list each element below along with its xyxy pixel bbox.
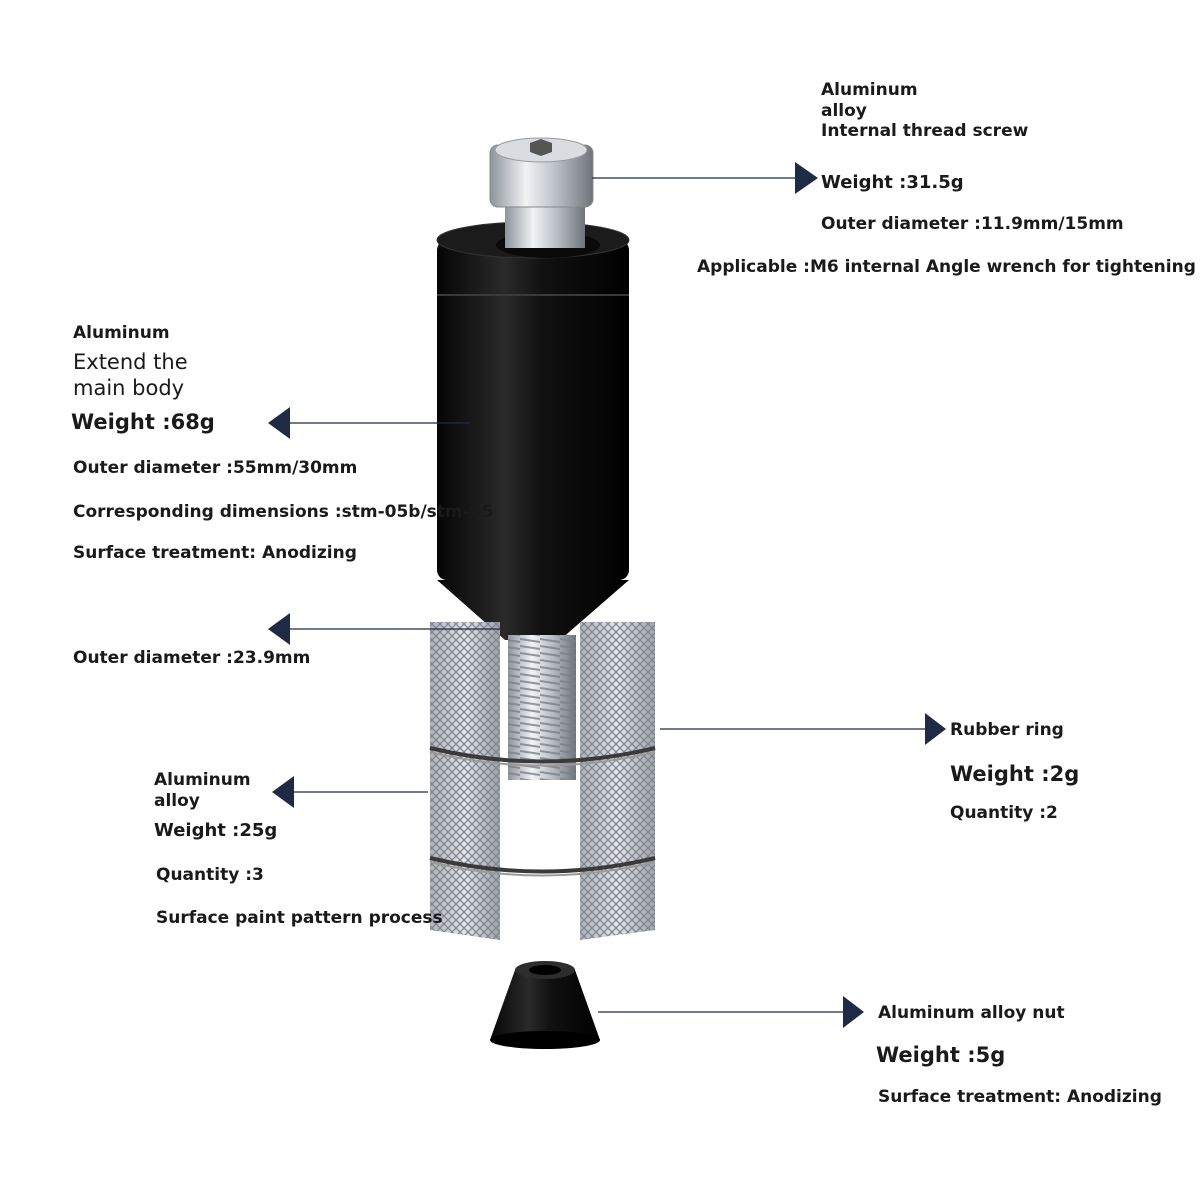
- sleeve-quantity: Quantity :3: [156, 865, 264, 885]
- body-surface-treatment: Surface treatment: Anodizing: [73, 543, 357, 563]
- rubber-ring-quantity: Quantity :2: [950, 803, 1058, 823]
- rubber-ring-weight: Weight :2g: [950, 762, 1080, 786]
- sleeve-title-line1: Aluminum: [154, 770, 251, 790]
- screw-title-line2: alloy: [821, 101, 867, 121]
- body-title-line3: main body: [73, 376, 185, 400]
- knurled-sleeve-icon: [430, 622, 655, 940]
- sleeve-weight: Weight :25g: [154, 820, 278, 841]
- threaded-bolt-icon: [508, 635, 576, 780]
- sleeve-arrow-icon: [272, 776, 428, 808]
- screw-weight: Weight :31.5g: [821, 172, 964, 193]
- screw-title-line3: Internal thread screw: [821, 121, 1029, 141]
- bolt-outer-diameter: Outer diameter :23.9mm: [73, 648, 311, 668]
- nut-surface-treatment: Surface treatment: Anodizing: [878, 1087, 1162, 1107]
- rubber-ring-title: Rubber ring: [950, 720, 1064, 740]
- body-title-line1: Aluminum: [73, 323, 170, 343]
- body-arrow-icon: [268, 407, 470, 439]
- body-dimensions: Corresponding dimensions :stm-05b/stm-05: [73, 502, 494, 522]
- body-outer-diameter: Outer diameter :55mm/30mm: [73, 458, 358, 478]
- screw-outer-diameter: Outer diameter :11.9mm/15mm: [821, 214, 1124, 234]
- aluminum-nut-icon: [490, 961, 600, 1049]
- sleeve-surface-process: Surface paint pattern process: [156, 908, 443, 928]
- nut-title: Aluminum alloy nut: [878, 1003, 1065, 1023]
- body-title-line2: Extend the: [73, 350, 188, 374]
- rubber-ring-icon: [429, 746, 656, 877]
- rubber-ring-arrow-icon: [660, 713, 946, 745]
- sleeve-title-line2: alloy: [154, 791, 200, 811]
- bolt-arrow-icon: [268, 613, 505, 645]
- screw-arrow-icon: [592, 162, 818, 194]
- screw-applicable: Applicable :M6 internal Angle wrench for…: [697, 257, 1196, 277]
- nut-arrow-icon: [598, 996, 864, 1028]
- main-body-extension-icon: [436, 220, 630, 640]
- screw-title-line1: Aluminum: [821, 80, 918, 100]
- body-weight: Weight :68g: [71, 410, 215, 434]
- nut-weight: Weight :5g: [876, 1043, 1006, 1067]
